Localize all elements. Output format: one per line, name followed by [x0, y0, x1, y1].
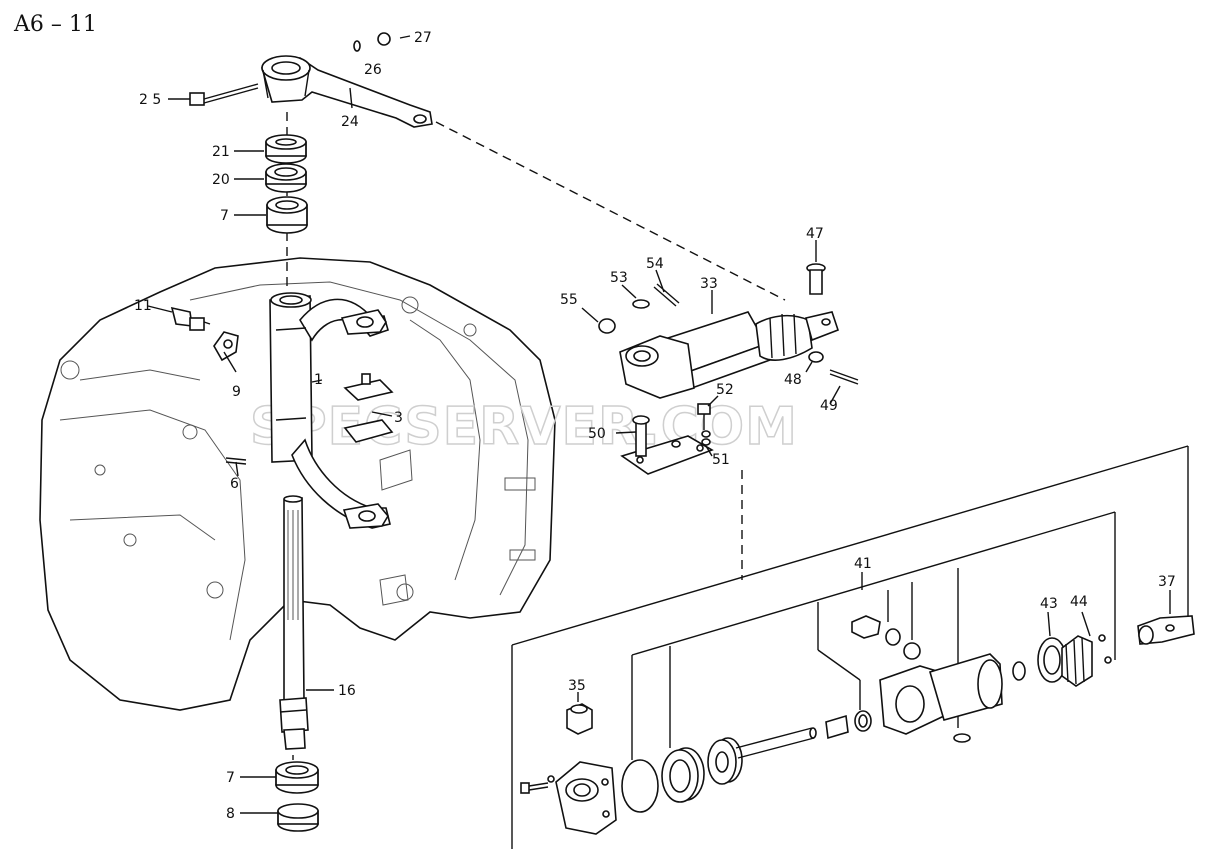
part-27-nut	[377, 32, 391, 46]
label-54: 54	[646, 256, 664, 272]
part-piston-rod	[707, 727, 817, 785]
label-11: 11	[134, 298, 152, 314]
part-cylinder-body	[879, 653, 1003, 735]
label-3: 3	[394, 410, 403, 426]
part-48-washer	[808, 351, 824, 363]
part-35-nut	[566, 703, 593, 735]
label-51: 51	[712, 452, 730, 468]
part-33-slave-cylinder	[619, 311, 840, 399]
part-flange-housing	[555, 761, 617, 835]
part-11-sensor	[170, 306, 211, 331]
watermark-text: SPECSERVER.COM	[250, 397, 798, 457]
part-fitting	[851, 615, 921, 660]
part-37-clevis	[1137, 615, 1195, 645]
label-7-top: 7	[220, 208, 229, 224]
part-43-cup	[1037, 637, 1067, 683]
part-53-washer	[632, 299, 650, 309]
part-7-bushing-bottom	[275, 761, 319, 794]
part-8-ring	[277, 803, 319, 832]
part-49-cotter	[829, 369, 859, 385]
part-51-nuts	[671, 430, 711, 448]
part-54-pin	[653, 283, 680, 307]
part-seal	[661, 747, 705, 803]
part-25-bolt	[189, 83, 259, 106]
label-7-bottom: 7	[226, 770, 235, 786]
part-44-boot	[1061, 634, 1112, 687]
label-33: 33	[700, 276, 718, 292]
label-25: 2 5	[139, 92, 161, 108]
part-16-shaft	[279, 495, 309, 750]
label-16: 16	[338, 683, 356, 699]
label-48: 48	[784, 372, 802, 388]
label-53: 53	[610, 270, 628, 286]
label-21: 21	[212, 144, 230, 160]
part-small-bolt	[520, 775, 555, 794]
part-9-bracket	[213, 331, 239, 362]
label-47: 47	[806, 226, 824, 242]
label-20: 20	[212, 172, 230, 188]
label-43: 43	[1040, 596, 1058, 612]
part-20-bearing	[265, 163, 307, 193]
gearbox-housing	[39, 257, 556, 711]
label-9: 9	[232, 384, 241, 400]
part-spring	[825, 710, 872, 740]
label-8: 8	[226, 806, 235, 822]
label-6: 6	[230, 476, 239, 492]
label-27: 27	[414, 30, 432, 46]
part-55-nut	[598, 318, 616, 334]
part-washer-small	[953, 733, 971, 743]
leader-lines	[147, 35, 1171, 814]
part-ring	[1012, 661, 1026, 681]
label-50: 50	[588, 426, 606, 442]
label-35: 35	[568, 678, 586, 694]
part-47-pin	[806, 263, 826, 295]
diagram-title: A6 – 11	[13, 12, 97, 37]
part-3-pads	[343, 373, 394, 443]
label-52: 52	[716, 382, 734, 398]
label-55: 55	[560, 292, 578, 308]
part-52-bolt	[697, 403, 711, 430]
label-44: 44	[1070, 594, 1088, 610]
part-24-lever	[261, 55, 433, 128]
label-37: 37	[1158, 574, 1176, 590]
label-1: 1	[314, 372, 323, 388]
part-1-release-fork	[269, 292, 391, 529]
label-49: 49	[820, 398, 838, 414]
part-26-washer	[353, 40, 361, 52]
label-41: 41	[854, 556, 872, 572]
label-24: 24	[341, 114, 359, 130]
label-26: 26	[364, 62, 382, 78]
part-o-ring	[621, 759, 659, 813]
part-50-bracket	[620, 415, 714, 475]
part-7-bushing-top	[266, 196, 308, 234]
part-21-seal	[265, 134, 307, 164]
